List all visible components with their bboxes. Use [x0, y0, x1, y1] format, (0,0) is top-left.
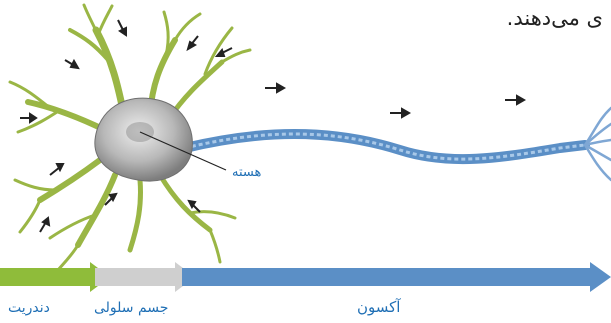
section-band: [0, 262, 611, 292]
axon: [185, 134, 585, 159]
cell-body-band: [95, 262, 195, 292]
dendrite-label: دندریت: [8, 300, 50, 316]
nucleus-label: هسته: [232, 165, 261, 180]
axon-label: آکسون: [357, 298, 400, 316]
dendrite-band: [0, 262, 110, 292]
axon-band: [182, 262, 611, 292]
axon-terminals: [585, 108, 611, 180]
top-caption-text: ی می‌دهند.: [507, 6, 603, 30]
cell-body-label: جسم سلولی: [94, 300, 168, 316]
